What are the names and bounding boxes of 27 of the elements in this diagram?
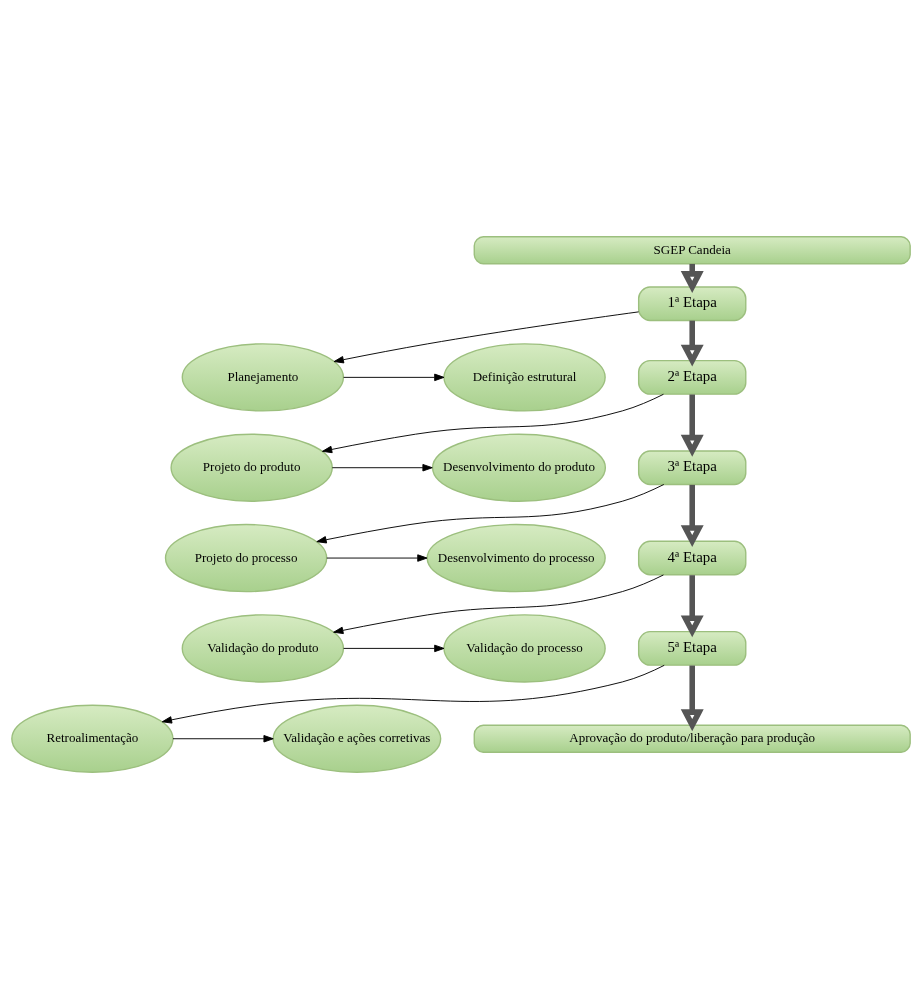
arrow	[316, 483, 665, 543]
arrow	[680, 320, 704, 367]
arrow	[172, 734, 274, 742]
node-box: 3ª Etapa	[637, 449, 747, 485]
node-ellipse: Validação do processo	[443, 613, 606, 683]
node-box: 4ª Etapa	[637, 540, 747, 576]
node-ellipse: Validação e ações corretivas	[272, 704, 442, 773]
arrow	[322, 393, 664, 453]
node-ellipse: Definição estrutural	[443, 342, 606, 412]
arrow	[343, 373, 445, 381]
node-ellipse: Desenvolvimento do processo	[426, 523, 606, 592]
arrow	[680, 394, 704, 457]
node-box: 2ª Etapa	[637, 359, 747, 395]
arrow	[343, 644, 445, 652]
arrow	[331, 463, 433, 471]
node-box: 1ª Etapa	[637, 285, 747, 321]
arrow	[333, 573, 664, 634]
arrow	[680, 665, 704, 731]
node-ellipse: Desenvolvimento do produto	[431, 433, 607, 502]
node-box: 5ª Etapa	[637, 630, 747, 666]
arrow	[680, 484, 704, 547]
arrow	[326, 553, 428, 562]
arrow	[161, 664, 665, 724]
arrow	[333, 310, 640, 363]
node-box: Aprovação do produto/liberação para produção	[473, 724, 911, 753]
arrow	[680, 574, 704, 637]
node-box: SGEP Candeia	[473, 235, 911, 264]
